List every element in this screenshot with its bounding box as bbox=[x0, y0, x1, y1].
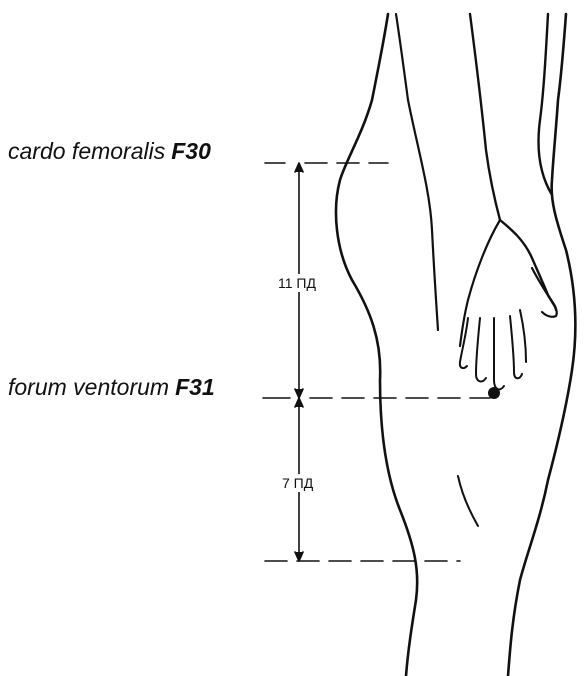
knee-crease bbox=[458, 476, 478, 526]
leg-outline-left bbox=[336, 14, 417, 676]
arrow-upper-top bbox=[295, 163, 303, 172]
measurement-upper: 11 ПД bbox=[277, 274, 317, 292]
arrow-lower-top bbox=[295, 398, 303, 407]
point-name-f30: cardo femoralis bbox=[8, 138, 165, 164]
hip-curve bbox=[396, 14, 438, 330]
finger-2 bbox=[476, 318, 486, 381]
arm-outer bbox=[470, 14, 500, 220]
finger-5 bbox=[520, 310, 526, 362]
arrow-upper-bottom bbox=[295, 389, 303, 398]
point-name-f31: forum ventorum bbox=[8, 374, 169, 400]
arm-inner bbox=[539, 14, 553, 195]
point-code-f30: F30 bbox=[171, 138, 211, 164]
finger-3 bbox=[494, 318, 504, 389]
arrow-lower-bottom bbox=[295, 552, 303, 561]
finger-4 bbox=[510, 316, 522, 378]
point-code-f31: F31 bbox=[175, 374, 215, 400]
measurement-lower: 7 ПД bbox=[281, 474, 314, 492]
thumb bbox=[532, 268, 557, 317]
